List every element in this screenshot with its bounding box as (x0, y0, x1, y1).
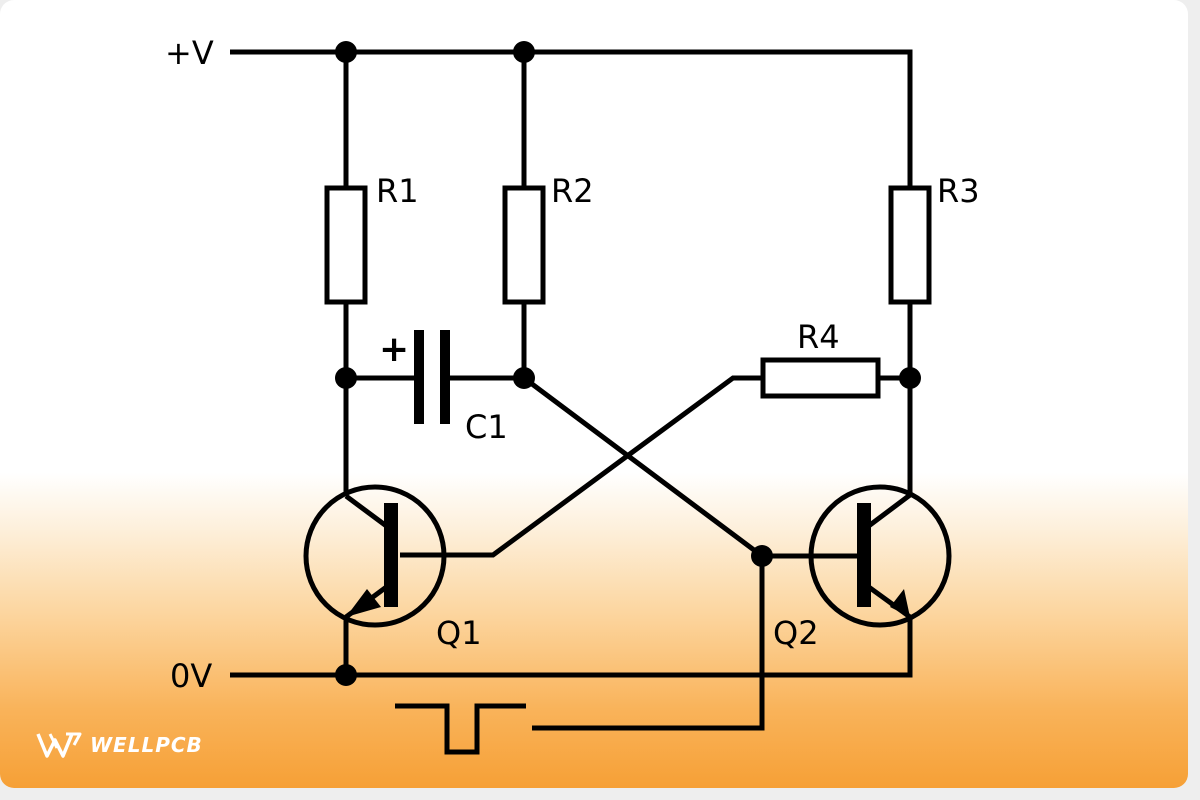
wellpcb-logo-icon (36, 732, 82, 758)
r3-label: R3 (937, 172, 980, 210)
trigger-wire (532, 556, 765, 731)
q1-label: Q1 (436, 614, 482, 652)
c1-right-plate (440, 330, 450, 424)
junction-dot-r2-c1 (513, 367, 535, 389)
r2-to-q2-base-wire (522, 375, 860, 559)
r4-label: R4 (797, 318, 840, 356)
ground-label: 0V (170, 657, 212, 695)
q2-base-bar (857, 503, 871, 607)
monostable-multivibrator-schematic: +V 0V R1 R2 R3 R4 C1 + Q1 Q2 (165, 34, 980, 755)
r1-label: R1 (376, 172, 419, 210)
positive-rail-wire (230, 49, 913, 188)
junction-dot-r1-c1 (335, 367, 357, 389)
junction-dot-r3-r4 (899, 367, 921, 389)
ground-rail-wire (230, 617, 913, 678)
trigger-pulse-symbol (395, 703, 526, 755)
q2-label: Q2 (773, 614, 819, 652)
c1-label: C1 (465, 408, 508, 446)
q2-emitter-arrow (890, 589, 910, 617)
c1-left-plate (414, 330, 424, 424)
junction-dot-r2-top (513, 41, 535, 63)
junction-dot-q2-base (751, 545, 773, 567)
q1-emitter-arrow (346, 589, 381, 617)
diagram-card: +V 0V R1 R2 R3 R4 C1 + Q1 Q2 WELLPCB (0, 0, 1188, 788)
q2-collector-lead (864, 493, 912, 530)
junction-dot-r1-top (335, 41, 357, 63)
q1-collector-lead (344, 493, 391, 531)
c1-polarity-mark: + (379, 329, 409, 370)
resistor-r2 (502, 185, 546, 305)
resistor-r4 (760, 357, 881, 399)
r2-label: R2 (551, 172, 594, 210)
q1-base-bar (384, 503, 398, 607)
junction-dot-ground (335, 664, 357, 686)
wellpcb-logo: WELLPCB (36, 728, 203, 762)
resistor-r3 (888, 185, 932, 305)
q1-base-to-r4-wire (400, 375, 763, 558)
transistor-q1-circle (303, 484, 447, 628)
positive-supply-label: +V (165, 34, 214, 72)
wellpcb-logo-text: WELLPCB (90, 733, 203, 757)
resistor-r1 (324, 185, 368, 305)
transistor-q2-circle (808, 484, 952, 628)
